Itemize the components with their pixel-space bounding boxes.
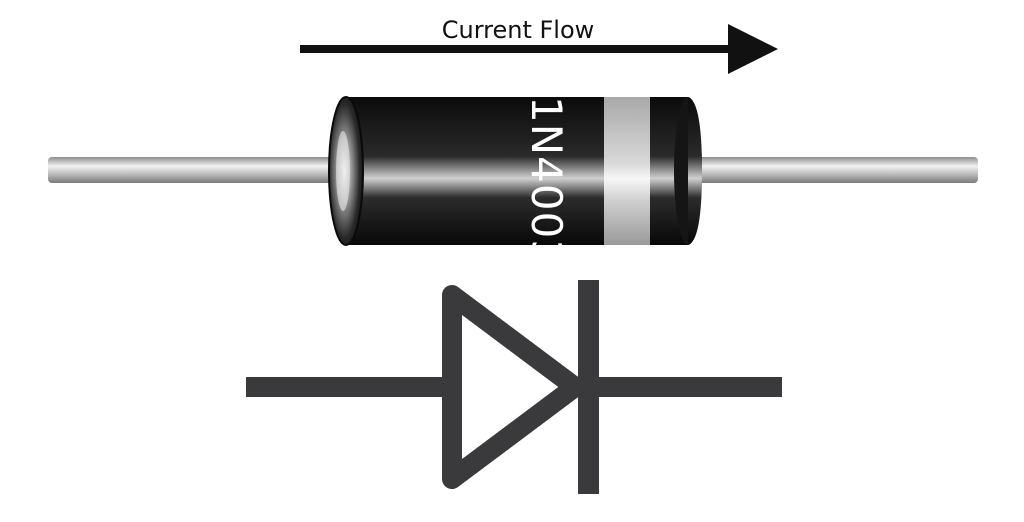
symbol-cathode-bar bbox=[578, 280, 599, 494]
current-flow-arrow: Current Flow bbox=[300, 16, 778, 74]
cathode-lead bbox=[680, 157, 978, 183]
symbol-right-wire bbox=[598, 377, 782, 397]
part-number-label: 1N4003 bbox=[522, 96, 571, 267]
symbol-left-wire bbox=[246, 377, 452, 397]
current-flow-label: Current Flow bbox=[442, 16, 595, 44]
symbol-anode-triangle bbox=[442, 285, 585, 489]
arrow-right-icon bbox=[300, 24, 778, 74]
anode-lead bbox=[48, 157, 358, 183]
diode-component-icon: 1N4003 bbox=[48, 96, 978, 267]
diode-schematic-symbol-icon bbox=[246, 280, 782, 494]
cathode-band bbox=[604, 97, 650, 245]
